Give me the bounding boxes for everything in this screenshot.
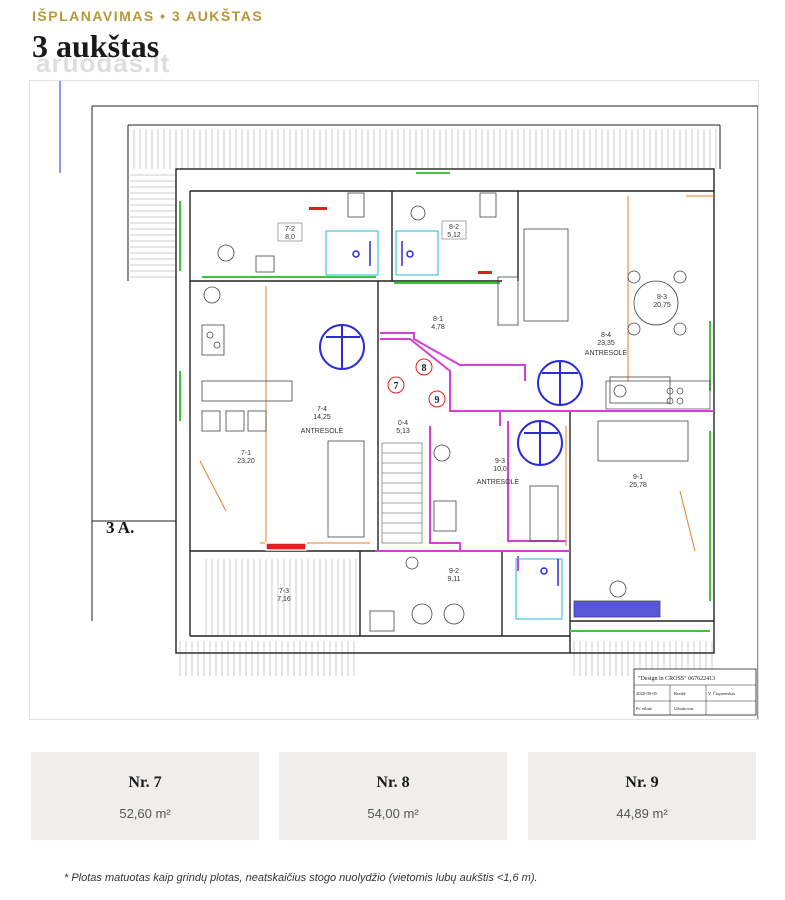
room-area: 10,0 xyxy=(493,466,507,473)
unit-cards: Nr. 7 52,60 m² Nr. 8 54,00 m² Nr. 9 44,8… xyxy=(31,752,756,840)
room-label: 9-3 xyxy=(495,458,505,465)
antresole-label: ANTRESOLĖ xyxy=(477,477,520,486)
room-area: 8,0 xyxy=(285,234,295,241)
room-area: 25,78 xyxy=(629,482,647,489)
kitchen-counters xyxy=(605,380,711,410)
room-area: 23,20 xyxy=(237,458,255,465)
room-area: 20,75 xyxy=(653,302,671,309)
apartment-marker: 8 xyxy=(422,363,427,374)
windows xyxy=(179,172,711,632)
room-area: 4,78 xyxy=(431,324,445,331)
room-label: 9-2 xyxy=(449,568,459,575)
room-area: 23,35 xyxy=(597,340,615,347)
antresole-label: ANTRESOLĖ xyxy=(301,426,344,435)
section-label: 3 A. xyxy=(106,518,134,537)
spiral-stairs xyxy=(319,324,583,466)
unit-number: Nr. 7 xyxy=(128,774,162,791)
page-title: 3 aukštas xyxy=(32,28,160,64)
room-area: 7,16 xyxy=(277,596,291,603)
footnote: * Plotas matuotas kaip grindų plotas, ne… xyxy=(64,872,538,884)
apartment-markers: 8 7 9 xyxy=(387,358,446,408)
apartment-marker: 9 xyxy=(435,395,440,406)
unit-number: Nr. 9 xyxy=(625,774,659,791)
title-block-company: "Design in CROSS" 067622413 xyxy=(638,676,715,682)
room-label: 0-4 xyxy=(398,420,408,427)
partitions xyxy=(375,332,714,571)
furniture xyxy=(201,192,689,632)
room-label: 9-1 xyxy=(633,474,643,481)
unit-number: Nr. 8 xyxy=(376,774,410,791)
room-labels: 7-2 8,0 8-2 5,12 8-1 4,78 8-3 20,75 8-4 … xyxy=(237,220,671,603)
unit-card-8[interactable]: Nr. 8 54,00 m² xyxy=(279,752,507,840)
floor-plan-drawing: 7-2 8,0 8-2 5,12 8-1 4,78 8-3 20,75 8-4 … xyxy=(59,81,758,719)
orange-lines xyxy=(199,195,714,552)
room-area: 14,25 xyxy=(313,414,331,421)
room-label: 7-3 xyxy=(279,588,289,595)
room-7-3-hatch xyxy=(205,559,357,636)
unit-area: 54,00 m² xyxy=(367,806,419,821)
title-block-drawn-by: Braižė xyxy=(674,691,686,696)
room-label: 7-2 xyxy=(285,226,295,233)
roof-hatch-bottom xyxy=(179,641,713,676)
unit-card-7[interactable]: Nr. 7 52,60 m² xyxy=(31,752,259,840)
room-label: 8-4 xyxy=(601,332,611,339)
roof-hatch-left xyxy=(130,174,176,278)
antresole-label: ANTRESOLĖ xyxy=(585,348,628,357)
room-area: 5,13 xyxy=(396,428,410,435)
title-block-author: V. Čiuprenskas xyxy=(708,691,735,696)
unit-area: 44,89 m² xyxy=(616,806,668,821)
breadcrumb: IŠPLANAVIMAS • 3 AUKŠTAS xyxy=(32,8,264,24)
apartment-marker: 7 xyxy=(394,381,399,392)
room-label: 7-1 xyxy=(241,450,251,457)
red-doors xyxy=(266,207,492,550)
unit-card-9[interactable]: Nr. 9 44,89 m² xyxy=(528,752,756,840)
watermark: aruodas.lt xyxy=(36,48,171,78)
roof-hatch-top xyxy=(133,129,717,169)
title-block-row2a: Pr. eilutė xyxy=(636,706,652,711)
unit-area: 52,60 m² xyxy=(119,806,171,821)
title-block-row2b: Užsakovas xyxy=(674,706,694,711)
room-area: 9,11 xyxy=(447,576,460,583)
title-block-date: 2020-09-05 xyxy=(636,691,658,696)
room-label: 8-1 xyxy=(433,316,443,323)
floor-plan[interactable]: 7-2 8,0 8-2 5,12 8-1 4,78 8-3 20,75 8-4 … xyxy=(29,80,759,720)
room-area: 5,12 xyxy=(447,232,461,239)
stair-steps xyxy=(381,442,423,544)
shower-symbols xyxy=(352,241,559,586)
room-label: 7-4 xyxy=(317,406,327,413)
room-label: 8-3 xyxy=(657,294,667,301)
room-label: 8-2 xyxy=(449,224,459,231)
title-block: "Design in CROSS" 067622413 2020-09-05 B… xyxy=(633,668,757,716)
showers xyxy=(325,230,563,620)
